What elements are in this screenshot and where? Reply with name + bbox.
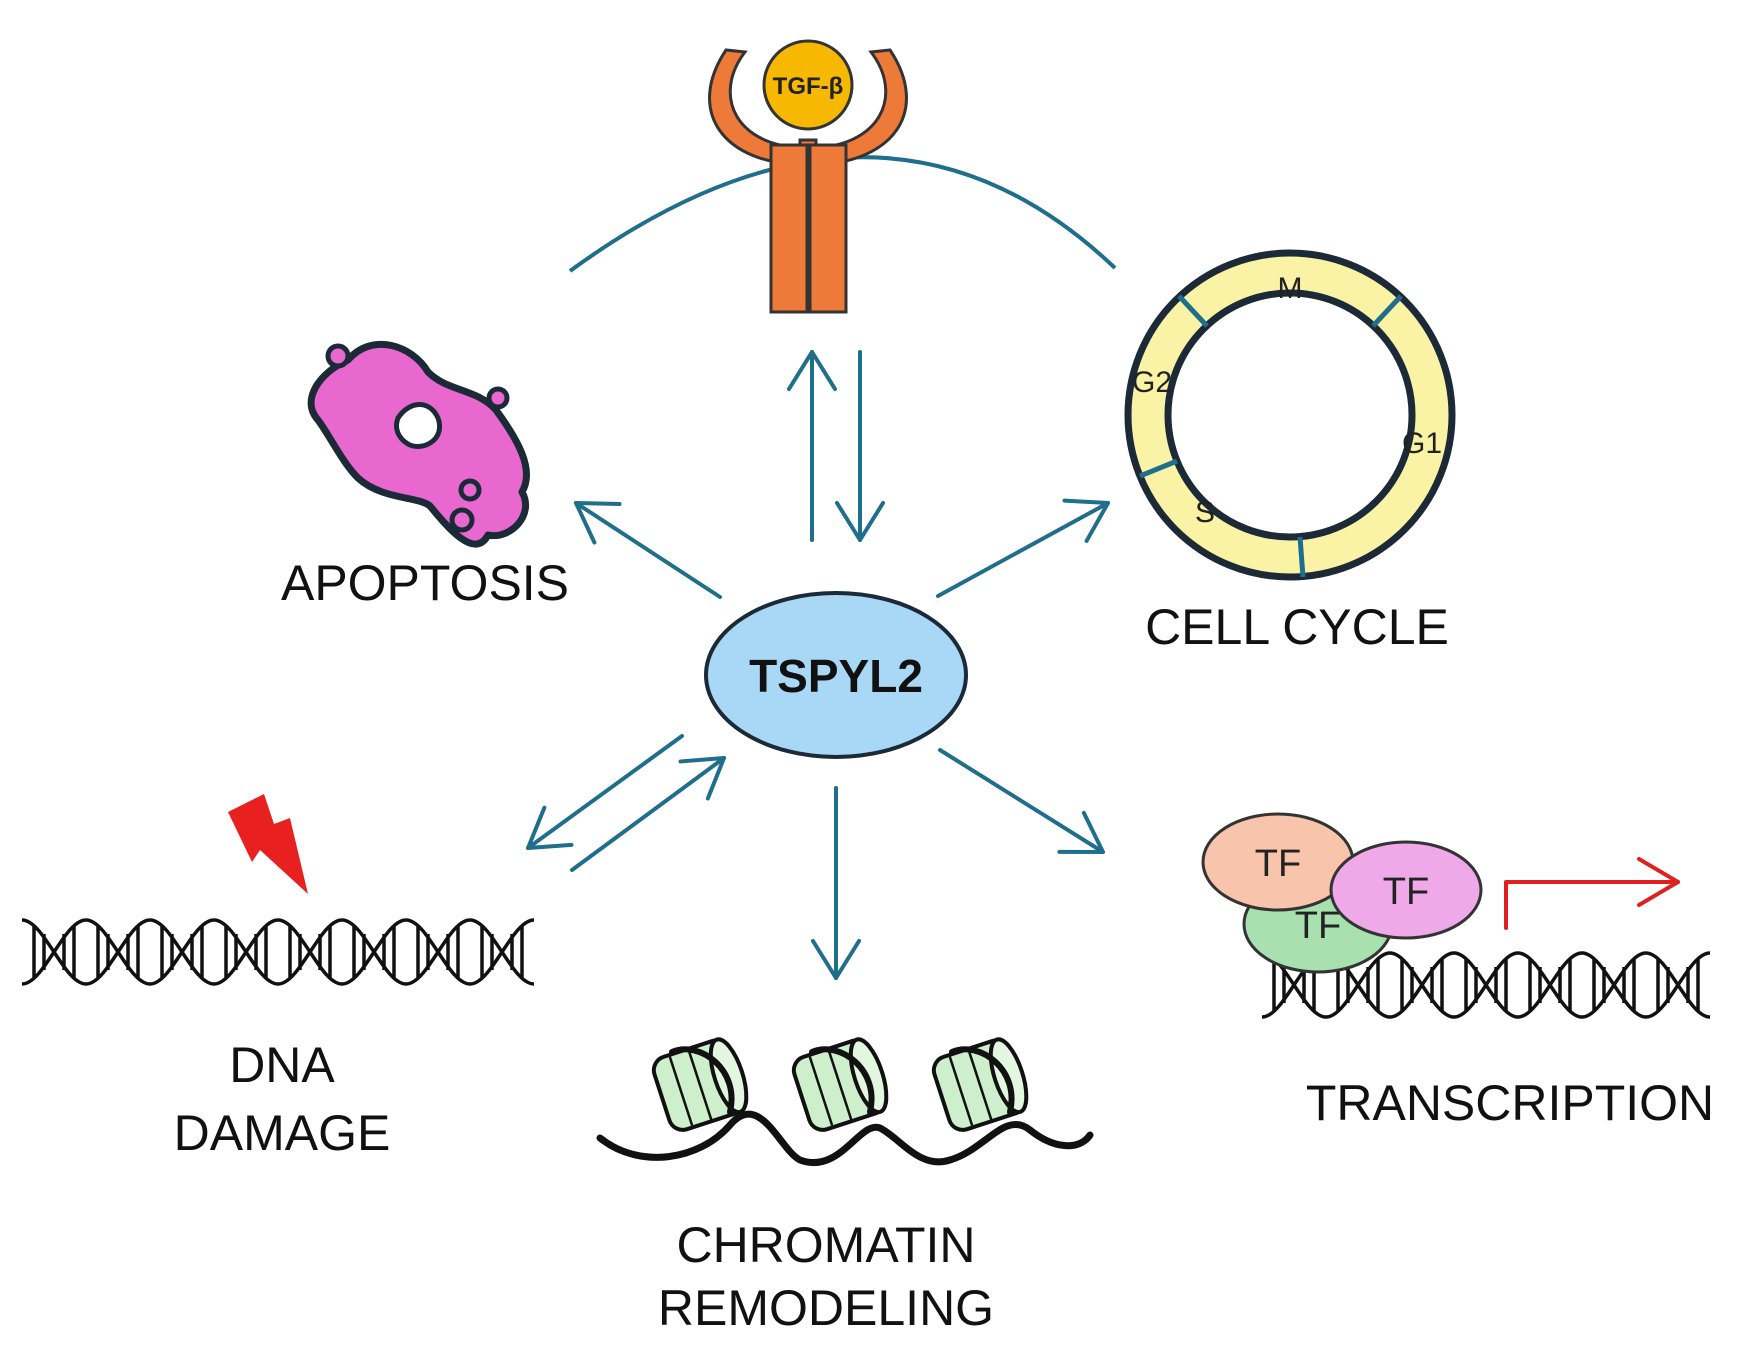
cell-cycle-label: CELL CYCLE	[1145, 599, 1449, 655]
transcription-factor-orange: TF	[1201, 812, 1355, 912]
apoptosis-label: APOPTOSIS	[281, 555, 569, 611]
tspyl2-node: TSPYL2	[704, 591, 968, 759]
tgf-beta-receptor	[708, 48, 908, 314]
lightning-icon	[228, 794, 308, 894]
tf-label-orange: TF	[1255, 843, 1301, 885]
apoptosis-icon	[307, 340, 530, 548]
arrow-to-apoptosis	[574, 501, 722, 599]
tspyl2-label: TSPYL2	[749, 650, 923, 702]
dna-damage-label-line1: DNA	[229, 1037, 335, 1093]
cell-cycle-icon: M G1 S G2	[1124, 249, 1456, 581]
arrow-to-transcription	[938, 748, 1105, 854]
phase-s-label: S	[1195, 496, 1215, 529]
tf-label-pink: TF	[1383, 871, 1429, 913]
dna-helix-left	[20, 918, 536, 986]
phase-g1-label: G1	[1402, 427, 1442, 460]
transcription-factor-pink: TF	[1329, 840, 1483, 940]
tgf-beta-label: TGF-β	[773, 73, 844, 100]
arrow-to-dna-damage	[526, 734, 684, 850]
phase-g2-label: G2	[1132, 366, 1172, 399]
chromatin-label-line2: REMODELING	[658, 1280, 994, 1336]
phase-m-label: M	[1278, 272, 1303, 305]
chromatin-label-line1: CHROMATIN	[676, 1217, 975, 1273]
transcription-label: TRANSCRIPTION	[1306, 1075, 1714, 1131]
tgf-beta-ligand: TGF-β	[762, 39, 854, 131]
arrow-to-cell-cycle	[936, 498, 1110, 598]
tf-label-green: TF	[1295, 905, 1341, 947]
chromatin-icon	[596, 1037, 1094, 1166]
dna-damage-label-line2: DAMAGE	[174, 1105, 391, 1161]
transcription-start-arrow	[1504, 857, 1680, 930]
arrow-dna-damage-to-tspyl2	[570, 756, 726, 872]
